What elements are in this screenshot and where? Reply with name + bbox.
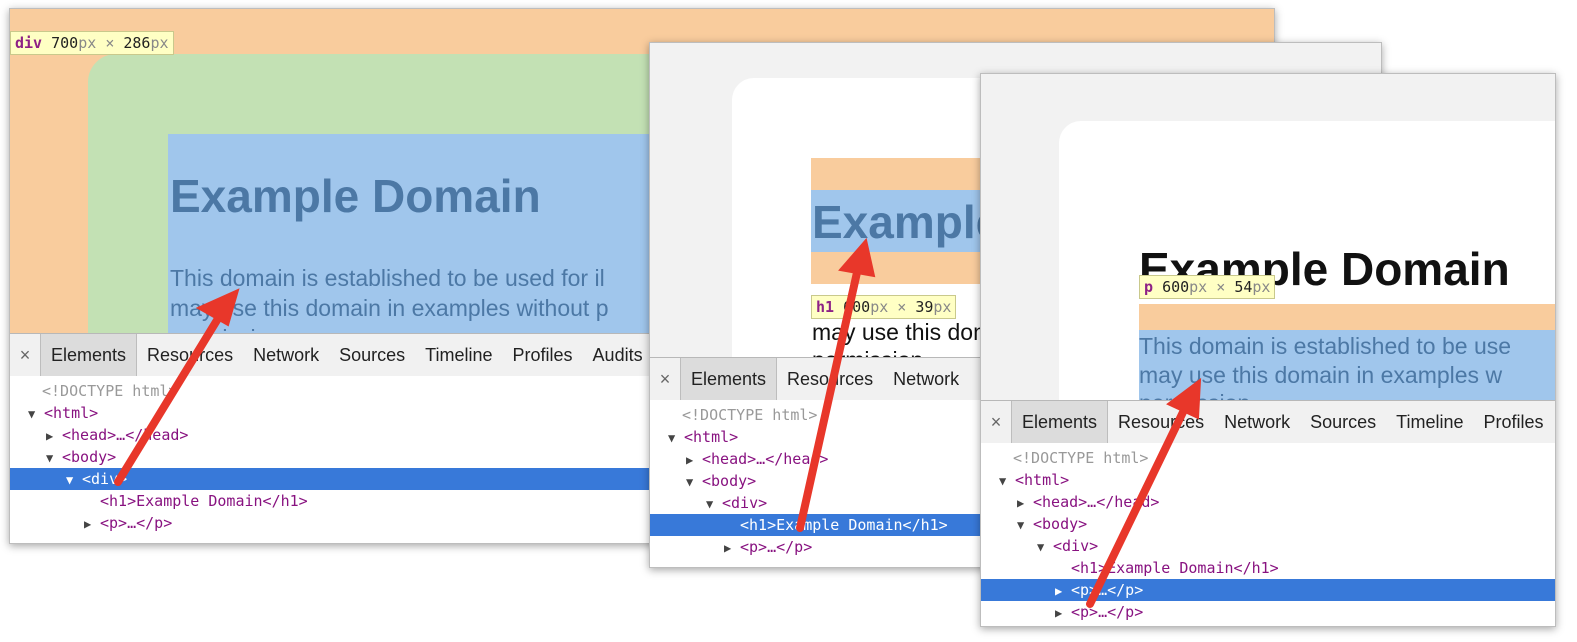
margin-highlight-top — [1139, 304, 1555, 330]
close-icon[interactable]: × — [19, 344, 31, 365]
triangle-down-icon[interactable]: ▼ — [66, 473, 74, 487]
triangle-right-icon[interactable]: ▶ — [686, 453, 694, 467]
triangle-down-icon[interactable]: ▼ — [999, 474, 1007, 488]
tab-network[interactable]: Network — [893, 369, 960, 389]
page-heading: Example Domain — [170, 170, 541, 222]
triangle-down-icon[interactable]: ▼ — [686, 475, 694, 489]
tab-elements[interactable]: Elements — [1011, 401, 1109, 443]
content-highlight — [1139, 330, 1555, 400]
tab-resources[interactable]: Resources — [787, 369, 874, 389]
tab-sources[interactable]: Sources — [1310, 412, 1377, 432]
tab-network[interactable]: Network — [253, 345, 320, 365]
tooltip-width: 600 — [1162, 278, 1190, 296]
devtools-screenshot-3: Example Domain This domain is establishe… — [980, 73, 1556, 627]
tooltip-tag: p — [1144, 278, 1154, 296]
triangle-right-icon[interactable]: ▶ — [1017, 496, 1025, 510]
tooltip-unit: px — [1189, 278, 1208, 296]
dom-node-html[interactable]: ▼<html> — [650, 426, 1381, 448]
element-size-tooltip: p 600px × 54px — [1139, 275, 1276, 299]
page-paragraph-line-1: This domain is established to be use — [1139, 333, 1512, 359]
dom-node-h1[interactable]: <h1>Example Domain</h1> — [100, 492, 308, 510]
tooltip-separator: × — [1216, 278, 1226, 296]
tooltip-height: 39 — [915, 298, 934, 316]
dom-node-doctype[interactable]: <!DOCTYPE html> — [682, 406, 818, 424]
tab-resources[interactable]: Resources — [147, 345, 234, 365]
tab-elements[interactable]: Elements — [680, 358, 778, 400]
dom-node-html[interactable]: ▼<html> — [10, 402, 1274, 424]
tab-sources[interactable]: Sources — [339, 345, 406, 365]
tab-profiles[interactable]: Profiles — [1483, 412, 1544, 432]
dom-node-div[interactable]: ▼<div> — [650, 492, 1381, 514]
close-icon[interactable]: × — [990, 411, 1002, 432]
triangle-right-icon[interactable]: ▶ — [724, 541, 732, 555]
dom-node-p[interactable]: ▶<p>…</p> — [650, 536, 1381, 558]
element-size-tooltip: h1 600px × 39px — [811, 295, 957, 319]
tooltip-width: 600 — [843, 298, 871, 316]
tooltip-width: 700 — [51, 34, 79, 52]
tab-timeline[interactable]: Timeline — [425, 345, 493, 365]
triangle-right-icon[interactable]: ▶ — [84, 517, 92, 531]
tab-audits[interactable]: Audits — [592, 345, 643, 365]
element-size-tooltip: div 700px × 286px — [10, 31, 174, 55]
tooltip-unit: px — [933, 298, 952, 316]
tooltip-separator: × — [897, 298, 907, 316]
page-viewport-3: Example Domain This domain is establishe… — [981, 74, 1555, 400]
dom-node-head[interactable]: ▶<head>…</head> — [981, 491, 1555, 513]
tooltip-tag: div — [15, 34, 43, 52]
dom-tree: <!DOCTYPE html> ▼<html> ▶<head>…</head> … — [981, 443, 1555, 626]
triangle-down-icon[interactable]: ▼ — [28, 407, 36, 421]
dom-node-p-selected[interactable]: ▶<p>…</p> — [981, 579, 1555, 601]
tooltip-height: 54 — [1234, 278, 1253, 296]
tooltip-unit: px — [1252, 278, 1271, 296]
dom-node-doctype[interactable]: <!DOCTYPE html> — [1013, 449, 1149, 467]
close-icon[interactable]: × — [659, 368, 671, 389]
tab-network[interactable]: Network — [1224, 412, 1291, 432]
tab-profiles[interactable]: Profiles — [512, 345, 573, 365]
tab-resources[interactable]: Resources — [1118, 412, 1205, 432]
page-paragraph-line-2: permission. — [812, 347, 930, 357]
tooltip-tag: h1 — [816, 298, 835, 316]
dom-node-p[interactable]: ▶<p>…</p> — [981, 601, 1555, 623]
page-paragraph-line-3: permission. — [1139, 390, 1257, 400]
page-paragraph-line-2: may use this domain in examples w — [1139, 362, 1503, 388]
dom-node-body[interactable]: ▼<body> — [650, 470, 1381, 492]
tooltip-unit: px — [78, 34, 97, 52]
dom-node-div[interactable]: ▼<div> — [981, 535, 1555, 557]
tab-elements[interactable]: Elements — [40, 334, 138, 376]
triangle-right-icon[interactable]: ▶ — [1055, 584, 1063, 598]
tooltip-separator: × — [105, 34, 115, 52]
triangle-down-icon[interactable]: ▼ — [1017, 518, 1025, 532]
devtools-toolbar: × Elements Resources Network Sources Tim… — [981, 400, 1555, 444]
page-paragraph-line-2: may use this domain in examples without … — [170, 295, 609, 321]
dom-node-p[interactable]: ▶<p>…</p> — [10, 512, 1274, 534]
tooltip-unit: px — [150, 34, 169, 52]
dom-node-body[interactable]: ▼<body> — [981, 513, 1555, 535]
tooltip-unit: px — [870, 298, 889, 316]
triangle-right-icon[interactable]: ▶ — [46, 429, 54, 443]
dom-node-h1[interactable]: <h1>Example Domain</h1> — [1071, 559, 1279, 577]
page-paragraph-line-1: This domain is established to be used fo… — [170, 265, 605, 291]
triangle-down-icon[interactable]: ▼ — [706, 497, 714, 511]
triangle-right-icon[interactable]: ▶ — [1055, 606, 1063, 620]
dom-node-body[interactable]: ▼<body> — [10, 446, 1274, 468]
tooltip-height: 286 — [123, 34, 151, 52]
triangle-down-icon[interactable]: ▼ — [668, 431, 676, 445]
triangle-down-icon[interactable]: ▼ — [1037, 540, 1045, 554]
tab-timeline[interactable]: Timeline — [1396, 412, 1464, 432]
page-paragraph-line-3: permission. — [170, 325, 288, 333]
dom-node-html[interactable]: ▼<html> — [981, 469, 1555, 491]
triangle-down-icon[interactable]: ▼ — [46, 451, 54, 465]
